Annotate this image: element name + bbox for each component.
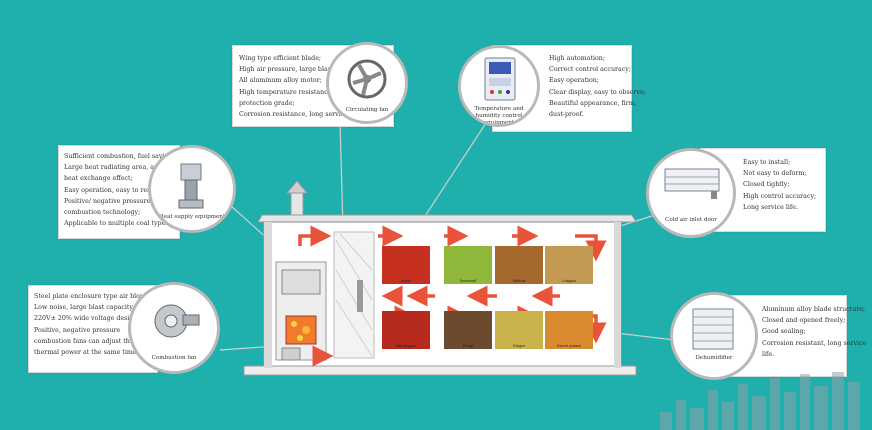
feature-item: Correct control accuracy; bbox=[549, 66, 631, 74]
feature-item: Easy to install; bbox=[743, 159, 791, 166]
dehumidifier-circle: Dehumidifier bbox=[670, 292, 758, 380]
left-wall bbox=[264, 222, 272, 368]
louver-icon bbox=[692, 308, 734, 350]
product-label: Longan bbox=[562, 279, 576, 283]
feature-item: 220V± 20% wide voltage design; bbox=[34, 315, 140, 323]
blower-icon bbox=[154, 304, 200, 338]
feature-item: Steel plate enclosure type air blower; bbox=[34, 293, 155, 300]
feature-item: dust-proof. bbox=[549, 111, 584, 119]
combustion-fan-unit bbox=[281, 347, 301, 361]
feature-item: Positive, negative pressure bbox=[34, 326, 121, 334]
feature-item: heat exchange effect; bbox=[64, 175, 133, 183]
heat-supply-caption: Heat supply equipment bbox=[158, 214, 226, 220]
right-wall bbox=[614, 222, 621, 368]
fan-icon bbox=[347, 59, 387, 99]
feature-item: Corrosion resistance, long service life. bbox=[239, 111, 363, 119]
product-tile-walnut: Walnut bbox=[495, 246, 543, 284]
cold-air-door-features: Easy to install; Not easy to deform; Clo… bbox=[743, 157, 816, 213]
product-label: Fungi bbox=[462, 344, 474, 348]
product-tile-seaweed: Seaweed bbox=[444, 246, 492, 284]
combustion-fan-caption: Combustion fan bbox=[151, 355, 197, 361]
cold-air-door-circle: Cold air inlet door bbox=[646, 148, 736, 238]
feature-item: combustion fans can adjust the bbox=[34, 337, 134, 345]
feature-item: All aluminum alloy motor; bbox=[239, 77, 322, 85]
product-label: Apple bbox=[400, 279, 412, 283]
product-tile-apple: Apple bbox=[382, 246, 430, 284]
feature-item: Long service life. bbox=[743, 203, 798, 211]
controller-caption-line2: humidity control equipment bbox=[475, 113, 523, 126]
controller-features: High automation; Correct control accurac… bbox=[549, 53, 646, 120]
feature-item: Applicable to multiple coal types. bbox=[64, 220, 171, 228]
furnace-icon bbox=[178, 163, 204, 209]
decorative-skyline bbox=[650, 370, 872, 430]
feature-item: Low noise, large blast capacity; bbox=[34, 304, 136, 312]
heat-supply-card: Sufficient combustion, fuel saving; Larg… bbox=[58, 145, 180, 239]
circulating-fan-features: Wing type efficient blade; High air pres… bbox=[239, 53, 364, 120]
circulating-fan-circle: Circulating fan bbox=[326, 42, 408, 124]
feature-item: High control accuracy; bbox=[743, 192, 817, 200]
dehumidifier-features: Aluminum alloy blade structure; Closed a… bbox=[762, 304, 866, 360]
feature-item: Large heat radiating area, and good bbox=[64, 164, 180, 172]
controller-caption-line1: Temperature and bbox=[474, 106, 524, 112]
product-tile-hot-pepper: Hot pepper bbox=[382, 311, 430, 349]
air-door-icon bbox=[664, 168, 720, 199]
chimney bbox=[290, 192, 304, 216]
feature-item: Corrosion resistant, long service bbox=[762, 339, 867, 347]
feature-item: combustion technology; bbox=[64, 209, 141, 217]
product-label: Ginger bbox=[512, 344, 526, 348]
feature-item: Not easy to deform; bbox=[743, 170, 807, 178]
feature-item: Aluminum alloy blade structure; bbox=[762, 306, 866, 313]
feature-item: Sufficient combustion, fuel saving; bbox=[64, 153, 175, 160]
feature-item: Easy operation; bbox=[549, 77, 599, 85]
feature-item: Positive/ negative pressure bbox=[64, 197, 151, 205]
heat-exchanger bbox=[281, 269, 321, 295]
feature-item: Clear display, easy to observe; bbox=[549, 88, 646, 96]
feature-item: Beautiful appearance, firm, bbox=[549, 99, 637, 107]
base bbox=[243, 365, 637, 376]
control-panel-icon bbox=[484, 57, 516, 101]
chimney-cap bbox=[285, 180, 309, 194]
fan-chamber bbox=[333, 231, 375, 359]
feature-item: thermal power at the same time. bbox=[34, 349, 139, 357]
cold-air-door-caption: Cold air inlet door bbox=[665, 217, 717, 223]
product-label: Walnut bbox=[512, 279, 526, 283]
product-label: Seaweed bbox=[459, 279, 477, 283]
feature-item: Closed tightly; bbox=[743, 181, 790, 189]
feature-item: Good sealing; bbox=[762, 328, 806, 336]
product-tile-ginger: Ginger bbox=[495, 311, 543, 349]
product-label: Sweet potato bbox=[556, 344, 582, 348]
dehumidifier-caption: Dehumidifier bbox=[695, 355, 733, 361]
product-label: Hot pepper bbox=[395, 344, 417, 348]
fan-blade bbox=[357, 280, 363, 312]
heat-supply-features: Sufficient combustion, fuel saving; Larg… bbox=[64, 151, 180, 229]
product-tile-sweet-potato: Sweet potato bbox=[545, 311, 593, 349]
feature-item: High automation; bbox=[549, 55, 605, 62]
feature-item: Closed and opened freely; bbox=[762, 317, 846, 325]
combustion-fan-features: Steel plate enclosure type air blower; L… bbox=[34, 291, 154, 358]
combustion-fan-circle: Combustion fan bbox=[128, 282, 220, 374]
heat-supply-circle: Heat supply equipment bbox=[148, 145, 236, 233]
feature-item: protection grade; bbox=[239, 99, 295, 107]
controller-circle: Temperature and humidity control equipme… bbox=[458, 45, 540, 127]
product-tile-fungi: Fungi bbox=[444, 311, 492, 349]
feature-item: life. bbox=[762, 350, 775, 358]
feature-item: High temperature resistance, high bbox=[239, 88, 350, 96]
feature-item: Wing type efficient blade; bbox=[239, 55, 322, 62]
feature-item: Easy operation, easy to remove ash; bbox=[64, 186, 180, 194]
feature-item: High air pressure, large blast capacity; bbox=[239, 66, 365, 74]
product-tile-longan: Longan bbox=[545, 246, 593, 284]
circulating-fan-caption: Circulating fan bbox=[345, 107, 389, 113]
roof bbox=[257, 214, 637, 223]
